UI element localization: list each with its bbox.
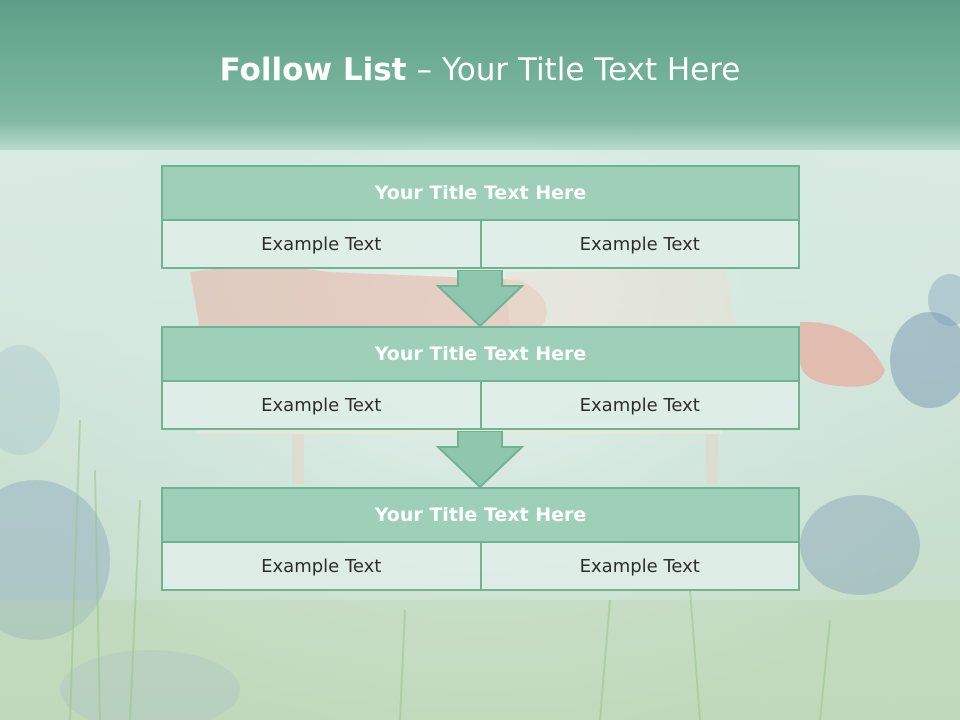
bench-back-shape xyxy=(505,268,735,330)
grass-band xyxy=(0,600,960,720)
down-arrow-1 xyxy=(436,270,524,326)
example-text-cell-right: Example Text xyxy=(479,380,800,430)
group-row: Example Text Example Text xyxy=(161,219,800,269)
page-title: Follow List–Your Title Text Here xyxy=(0,52,960,88)
header-band xyxy=(0,0,960,150)
title-separator: – xyxy=(416,52,432,88)
blue-flower-right-top xyxy=(928,274,960,326)
blue-flower-bottom xyxy=(60,650,240,720)
example-text-cell-right: Example Text xyxy=(479,541,800,591)
group-title: Your Title Text Here xyxy=(161,165,800,221)
title-rest-part: Your Title Text Here xyxy=(441,52,741,88)
list-group-3: Your Title Text Here Example Text Exampl… xyxy=(161,487,800,591)
grass-blades xyxy=(69,419,831,720)
bare-feet-shape xyxy=(800,321,885,387)
example-text-cell-left: Example Text xyxy=(161,541,482,591)
blue-flower-right xyxy=(890,312,960,408)
group-row: Example Text Example Text xyxy=(161,380,800,430)
blue-flower-left xyxy=(0,480,110,640)
blue-flower-lower-right xyxy=(800,495,920,595)
example-text-cell-left: Example Text xyxy=(161,219,482,269)
group-row: Example Text Example Text xyxy=(161,541,800,591)
group-title: Your Title Text Here xyxy=(161,487,800,543)
example-text-cell-left: Example Text xyxy=(161,380,482,430)
bench-leg-right xyxy=(706,434,718,484)
list-group-1: Your Title Text Here Example Text Exampl… xyxy=(161,165,800,269)
list-group-2: Your Title Text Here Example Text Exampl… xyxy=(161,326,800,430)
leaf-left xyxy=(0,345,60,455)
title-bold-part: Follow List xyxy=(219,52,407,88)
bench-leg-left xyxy=(292,434,304,484)
group-title: Your Title Text Here xyxy=(161,326,800,382)
down-arrow-2 xyxy=(436,431,524,487)
example-text-cell-right: Example Text xyxy=(479,219,800,269)
